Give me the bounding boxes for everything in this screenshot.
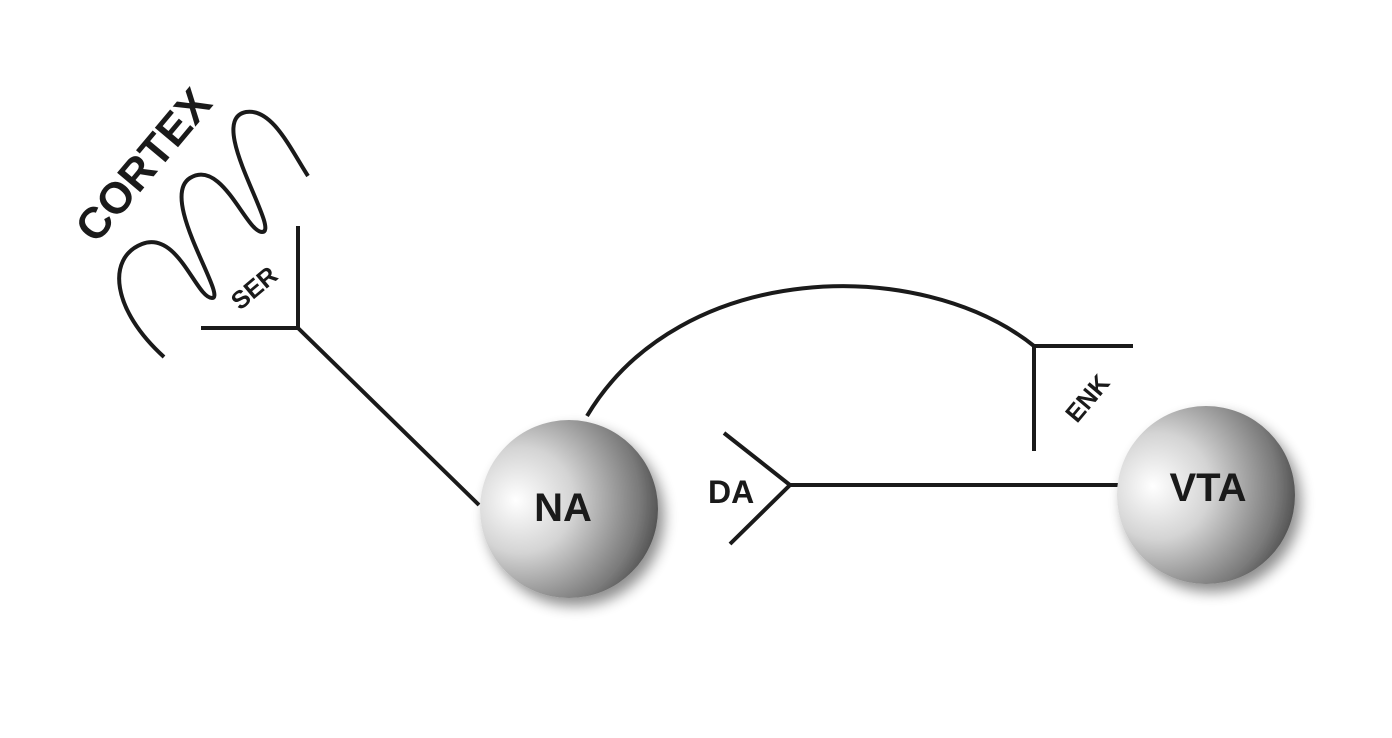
vta-label: VTA [1169,466,1246,510]
na-label: NA [534,486,592,530]
ser-terminal [201,226,300,330]
enk-label: ENK [1060,369,1115,427]
na-sphere [480,420,658,598]
vta-node: VTA [1117,406,1295,584]
na-to-enk-arc [585,284,1036,418]
enk-terminal [1032,344,1133,451]
cortex-label: CORTEX [66,79,221,251]
da-label: DA [708,474,754,510]
cortex-squiggle [117,109,310,359]
ser-label: SER [226,261,283,315]
ser-axon [296,326,481,507]
vta-sphere [1117,406,1295,584]
na-node: NA [480,420,658,598]
